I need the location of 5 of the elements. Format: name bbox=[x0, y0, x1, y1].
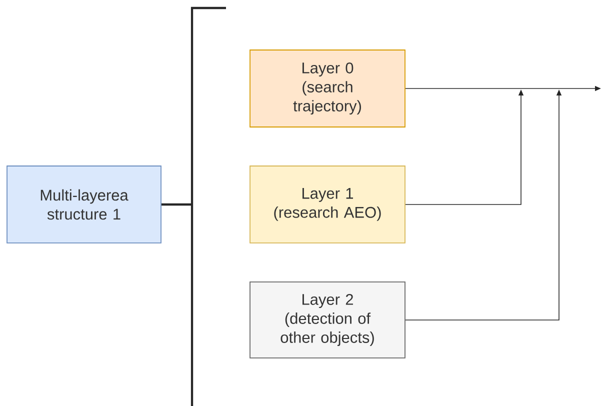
bracket bbox=[190, 6, 226, 406]
process-box: Layer 0 (search trajectory) bbox=[250, 50, 406, 128]
process-box: Multi-layerea structure 1 bbox=[6, 166, 162, 244]
process-box: Layer 1 (research AEO) bbox=[250, 166, 406, 244]
process-box: Layer 2 (detection of other objects) bbox=[250, 282, 406, 358]
